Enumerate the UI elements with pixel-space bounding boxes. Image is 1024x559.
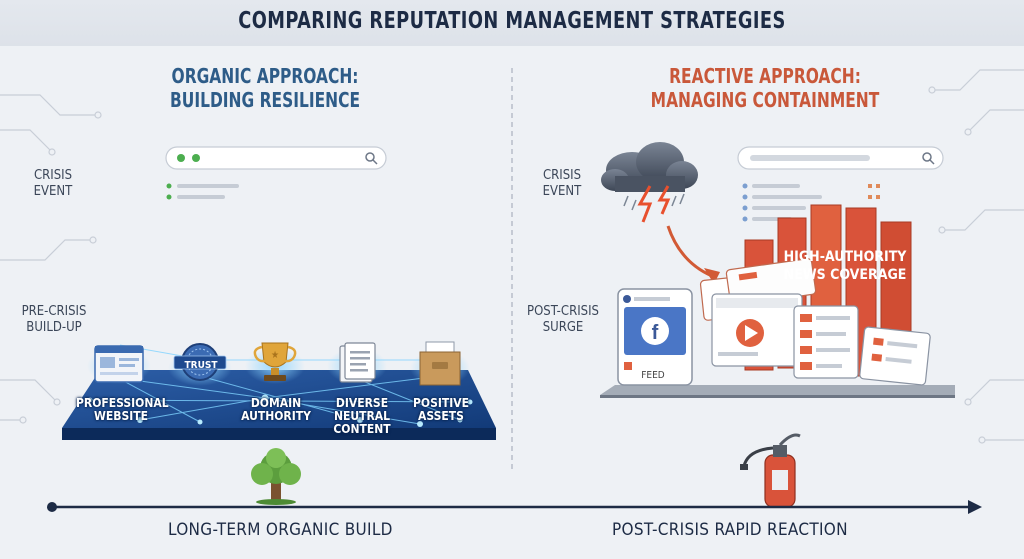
asset-positive-line2: ASSETS [418, 409, 464, 423]
pre-crisis-label: PRE-CRISIS BUILD-UP [18, 304, 90, 336]
timeline-right-label: POST-CRISIS RAPID REACTION [612, 520, 848, 540]
storm-cloud-icon [601, 142, 698, 223]
news-coverage-line2: NEWS COVERAGE [783, 267, 907, 283]
social-feed-card: f [617, 288, 693, 386]
left-crisis-event-label: CRISIS EVENT [26, 168, 80, 200]
left-crisis-line1: CRISIS [33, 168, 73, 183]
title-band [0, 0, 1024, 46]
asset-domain-line1: DOMAIN [250, 396, 302, 410]
reactive-heading: REACTIVE APPROACH: MANAGING CONTAINMENT [632, 64, 899, 112]
pre-crisis-line2: BUILD-UP [26, 320, 82, 335]
timeline-left-label: LONG-TERM ORGANIC BUILD [168, 520, 393, 540]
surge-platform [600, 385, 955, 398]
search-icon [365, 152, 375, 162]
foundation-platform [62, 344, 496, 440]
fire-extinguisher-icon [740, 433, 801, 508]
asset-diverse-line2: CONTENT [333, 422, 391, 436]
asset-label-website: PROFESSIONAL WEBSITE [76, 396, 169, 423]
post-crisis-line2: SURGE [542, 320, 584, 335]
svg-text:f: f [652, 322, 659, 344]
right-crisis-event-label: CRISIS EVENT [535, 168, 589, 200]
circuit-decoration-right [928, 69, 1024, 444]
search-icon [922, 152, 932, 162]
left-crisis-line2: EVENT [33, 184, 73, 199]
asset-positive-line1: POSITIVE [413, 396, 469, 410]
search-bar-right [737, 146, 944, 170]
trust-badge-icon [168, 343, 232, 386]
pre-crisis-line1: PRE-CRISIS [21, 304, 87, 319]
organic-heading-line1: ORGANIC APPROACH: [171, 64, 359, 88]
asset-website-line2: WEBSITE [93, 409, 149, 423]
page-title: COMPARING REPUTATION MANAGEMENT STRATEGI… [238, 8, 786, 34]
post-crisis-line1: POST-CRISIS [527, 304, 599, 319]
timeline-axis [47, 500, 982, 514]
feed-label: FEED [641, 370, 665, 381]
right-crisis-line1: CRISIS [542, 168, 582, 183]
organic-heading-line2: BUILDING RESILIENCE [169, 88, 361, 112]
svg-text:★: ★ [271, 350, 279, 361]
surge-arrow [666, 225, 720, 284]
news-coverage-line1: HIGH-AUTHORITY [783, 249, 907, 265]
document-icon [327, 342, 387, 384]
tree-icon [251, 448, 301, 505]
reactive-heading-line2: MANAGING CONTAINMENT [650, 88, 880, 112]
asset-website-line1: PROFESSIONAL [76, 396, 169, 410]
asset-label-positive-assets: POSITIVE ASSETS [404, 397, 478, 423]
reactive-heading-line1: REACTIVE APPROACH: [669, 64, 861, 88]
article-cards [699, 258, 931, 386]
website-icon [87, 345, 151, 384]
folder-icon [410, 341, 470, 386]
right-crisis-line2: EVENT [542, 184, 582, 199]
news-coverage-label: HIGH-AUTHORITY NEWS COVERAGE [770, 248, 920, 284]
circuit-decoration-left [0, 94, 102, 424]
trust-badge-label: TRUST [184, 360, 218, 371]
search-bar-left [165, 146, 387, 170]
play-icon [745, 325, 758, 341]
post-crisis-label: POST-CRISIS SURGE [520, 304, 606, 336]
organic-heading: ORGANIC APPROACH: BUILDING RESILIENCE [132, 64, 399, 112]
trophy-icon: ★ [245, 342, 305, 384]
search-results-right [742, 183, 880, 222]
asset-label-diverse-content: DIVERSE NEUTRAL CONTENT [312, 397, 412, 436]
facebook-icon [641, 317, 669, 345]
search-results-left [166, 183, 239, 200]
asset-label-domain-authority: DOMAIN AUTHORITY [236, 397, 316, 423]
asset-diverse-line1: DIVERSE NEUTRAL [333, 396, 391, 423]
asset-domain-line2: AUTHORITY [241, 409, 311, 423]
